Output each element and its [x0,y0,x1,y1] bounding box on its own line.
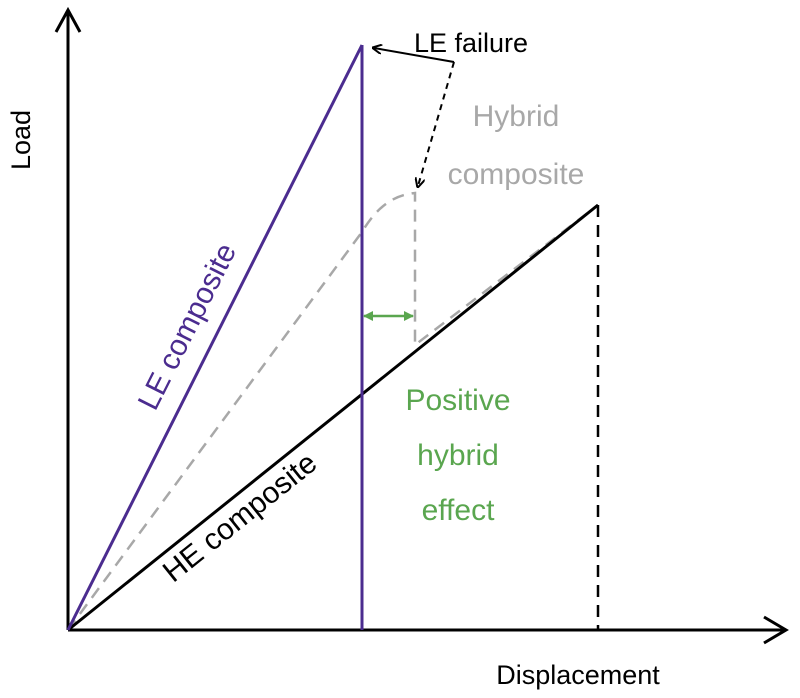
hybrid-composite-label-line2: composite [448,158,585,191]
hybrid-composite-label-line1: Hybrid [473,100,560,133]
y-axis-label: Load [6,110,36,170]
y-axis-arrow-icon [54,6,82,33]
positive-hybrid-effect-line2: hybrid [417,439,499,472]
he-composite-label: HE composite [157,446,323,589]
x-axis-label: Displacement [496,660,660,690]
he-composite-line [67,203,599,632]
le-composite-line [66,44,364,631]
positive-hybrid-effect-line1: Positive [405,384,510,417]
le-failure-label: LE failure [414,28,528,58]
positive-hybrid-effect-line3: effect [422,494,495,527]
x-axis-arrow-icon [763,615,789,645]
le-composite-label: LE composite [132,238,243,415]
le-failure-pointer-peak [374,48,455,63]
hybrid-composite-curve [66,191,599,631]
